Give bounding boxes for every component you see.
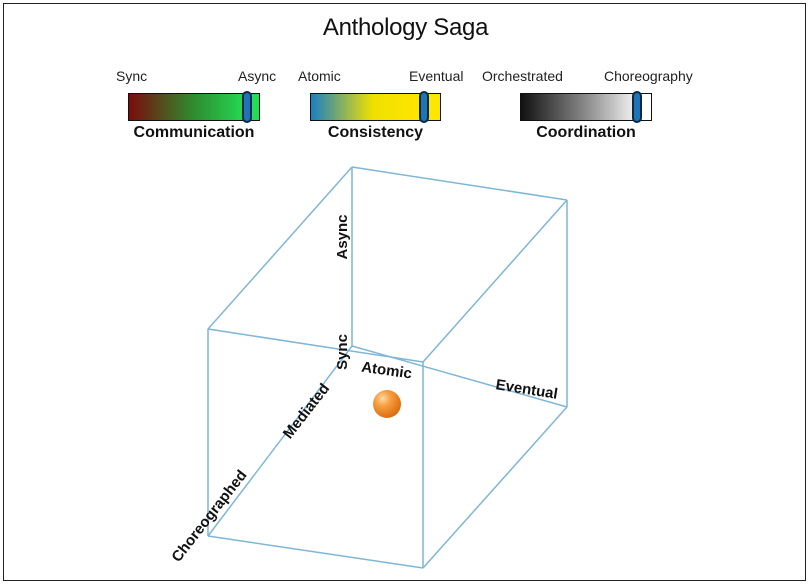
axis-label-atomic: Atomic [360,359,413,383]
cube-edges [207,166,568,569]
communication-right-label: Async [238,68,277,84]
axis-label-mediated: Mediated [280,380,333,442]
coordination-right-label: Choreography [604,68,693,84]
coordination-bar [520,93,652,121]
communication-bar [128,93,260,121]
diagram-title: Anthology Saga [322,14,489,41]
coordination-label: Coordination [536,124,636,141]
cube-edge [207,166,353,330]
axis-label-eventual: Eventual [494,376,558,403]
axis-label-sync: Sync [334,334,351,370]
coordination-slider-knob [632,91,643,123]
cube-edge [207,345,353,537]
communication-label: Communication [133,124,255,141]
consistency-left-label: Atomic [298,68,341,84]
cube-edge [422,406,568,569]
axis-label-async: Async [334,214,351,259]
cube-edge [422,199,568,363]
axis-label-choreographed: Choreographed [168,467,250,565]
consistency-slider-knob [418,91,429,123]
cube-edge [207,328,424,363]
saga-position-marker [373,390,401,418]
consistency-label: Consistency [327,124,424,141]
communication-slider-knob [241,91,252,123]
consistency-right-label: Eventual [409,68,464,84]
cube-edge [351,166,568,201]
cube-edge [207,535,424,569]
coordination-left-label: Orchestrated [482,68,563,84]
communication-left-label: Sync [116,68,148,84]
